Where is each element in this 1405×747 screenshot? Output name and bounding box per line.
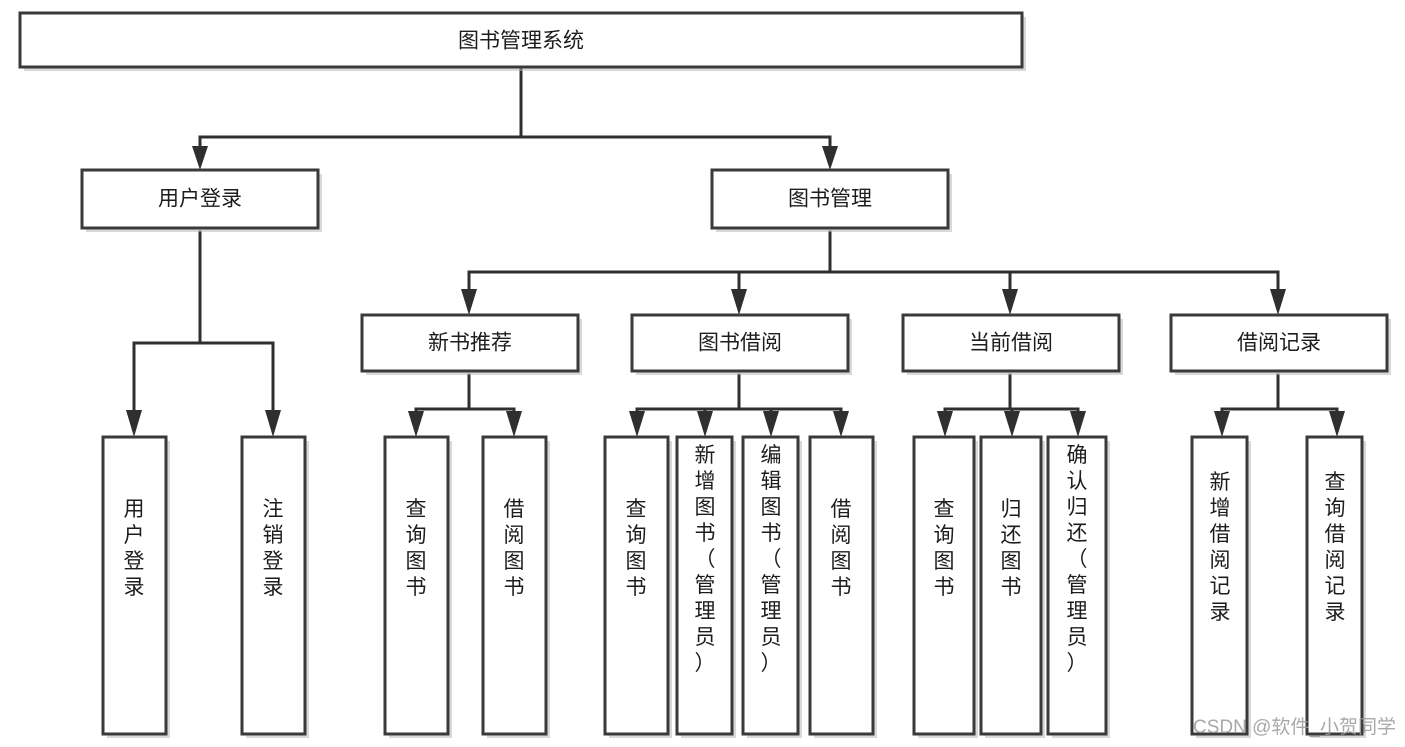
node-leaf-confirm-return-label: 确认归还（管理员） — [1067, 444, 1088, 675]
node-leaf-return-book-rect[interactable] — [979, 435, 1043, 736]
arrow-bookborrow-l2-icon — [697, 411, 713, 437]
node-leaf-query-book-1-label: 查询图书 — [406, 498, 427, 599]
arrow-borrowrecord-l2-icon — [1329, 411, 1345, 437]
node-leaf-borrow-book-2[interactable]: 借阅图书 — [808, 435, 877, 738]
arrow-bm-to-current-borrow-icon — [1002, 289, 1018, 315]
arrow-newbook-l1-icon — [408, 411, 424, 437]
node-leaf-borrow-book-1[interactable]: 借阅图书 — [481, 435, 550, 738]
node-leaf-query-book-2[interactable]: 查询图书 — [603, 435, 672, 738]
node-leaf-query-book-1-rect[interactable] — [383, 435, 450, 736]
node-leaf-query-book-2-rect[interactable] — [603, 435, 670, 736]
node-borrow-record-label: 借阅记录 — [1237, 332, 1321, 355]
node-leaf-add-record-rect[interactable] — [1190, 435, 1249, 736]
node-leaf-user-login-rect[interactable] — [101, 435, 168, 736]
arrow-currentborrow-l2-icon — [1004, 411, 1020, 437]
arrow-borrowrecord-l1-icon — [1214, 411, 1230, 437]
node-borrow-record[interactable]: 借阅记录 — [1169, 313, 1391, 375]
node-leaf-borrow-book-2-rect[interactable] — [808, 435, 875, 736]
node-current-borrow-label: 当前借阅 — [969, 332, 1053, 355]
node-book-manage-rect[interactable] — [710, 168, 950, 230]
watermark: CSDN @软件_小贺同学 — [1193, 716, 1396, 738]
arrow-currentborrow-l3-icon — [1070, 411, 1086, 437]
node-new-book-recommend-label: 新书推荐 — [428, 332, 512, 355]
node-leaf-borrow-book-1-rect[interactable] — [481, 435, 548, 736]
node-book-manage-label: 图书管理 — [788, 188, 872, 211]
node-leaf-return-book[interactable]: 归还图书 — [979, 435, 1045, 738]
node-borrow-record-rect[interactable] — [1169, 313, 1389, 373]
node-user-login[interactable]: 用户登录 — [80, 168, 322, 232]
node-leaf-edit-book-rect[interactable] — [741, 435, 800, 736]
node-leaf-borrow-book-1-label: 借阅图书 — [504, 498, 525, 599]
node-leaf-add-record[interactable]: 新增借阅记录 — [1190, 435, 1251, 738]
node-leaf-confirm-return[interactable]: 确认归还（管理员） — [1046, 435, 1110, 738]
node-leaf-user-logout-label: 注销登录 — [263, 498, 284, 599]
node-current-borrow-rect[interactable] — [901, 313, 1121, 373]
node-new-book-recommend[interactable]: 新书推荐 — [360, 313, 582, 375]
node-user-login-rect[interactable] — [80, 168, 320, 230]
arrow-user-login-l2-icon — [265, 410, 281, 437]
arrow-currentborrow-l1-icon — [937, 411, 953, 437]
node-new-book-recommend-rect[interactable] — [360, 313, 580, 373]
arrow-bookborrow-l4-icon — [833, 411, 849, 437]
node-book-manage[interactable]: 图书管理 — [710, 168, 952, 232]
arrow-newbook-l2-icon — [506, 411, 522, 437]
arrow-bm-to-book-borrow-icon — [731, 289, 747, 315]
node-leaf-add-record-label: 新增借阅记录 — [1210, 471, 1231, 624]
node-leaf-query-book-2-label: 查询图书 — [626, 498, 647, 599]
node-book-borrow-rect[interactable] — [630, 313, 850, 373]
node-leaf-user-login-label: 用户登录 — [124, 498, 145, 599]
node-leaf-query-book-3-label: 查询图书 — [934, 498, 955, 599]
node-leaf-user-login[interactable]: 用户登录 — [101, 435, 170, 738]
node-leaf-add-book-label: 新增图书（管理员） — [695, 444, 716, 675]
node-current-borrow[interactable]: 当前借阅 — [901, 313, 1123, 375]
arrow-bookborrow-l1-icon — [629, 411, 645, 437]
node-root-label: 图书管理系统 — [458, 30, 584, 53]
node-root-rect[interactable] — [18, 11, 1024, 69]
arrow-bm-to-borrow-record-icon — [1270, 289, 1286, 315]
node-leaf-query-record-rect[interactable] — [1305, 435, 1364, 736]
node-leaf-user-logout-rect[interactable] — [240, 435, 307, 736]
arrow-bookborrow-l3-icon — [763, 411, 779, 437]
node-root[interactable]: 图书管理系统 — [18, 11, 1026, 71]
node-leaf-query-record[interactable]: 查询借阅记录 — [1305, 435, 1366, 738]
node-leaf-add-book[interactable]: 新增图书（管理员） — [675, 435, 736, 738]
node-leaf-confirm-return-rect[interactable] — [1046, 435, 1108, 736]
node-leaf-query-record-label: 查询借阅记录 — [1325, 471, 1346, 624]
arrow-root-to-book-manage-icon — [822, 146, 838, 170]
node-user-login-label: 用户登录 — [158, 188, 242, 211]
node-leaf-return-book-label: 归还图书 — [1001, 498, 1022, 599]
node-book-borrow-label: 图书借阅 — [698, 332, 782, 355]
node-leaf-user-logout[interactable]: 注销登录 — [240, 435, 309, 738]
node-leaf-borrow-book-2-label: 借阅图书 — [831, 498, 852, 599]
node-leaf-edit-book-label: 编辑图书（管理员） — [761, 444, 782, 675]
node-leaf-query-book-3-rect[interactable] — [912, 435, 976, 736]
connector-layer — [126, 66, 1345, 437]
arrow-user-login-l1-icon — [126, 410, 142, 437]
node-leaf-add-book-rect[interactable] — [675, 435, 734, 736]
arrow-root-to-user-login-icon — [192, 146, 208, 170]
node-leaf-edit-book[interactable]: 编辑图书（管理员） — [741, 435, 802, 738]
arrow-bm-to-new-book-icon — [461, 289, 477, 315]
node-leaf-query-book-3[interactable]: 查询图书 — [912, 435, 978, 738]
node-book-borrow[interactable]: 图书借阅 — [630, 313, 852, 375]
node-leaf-query-book-1[interactable]: 查询图书 — [383, 435, 452, 738]
